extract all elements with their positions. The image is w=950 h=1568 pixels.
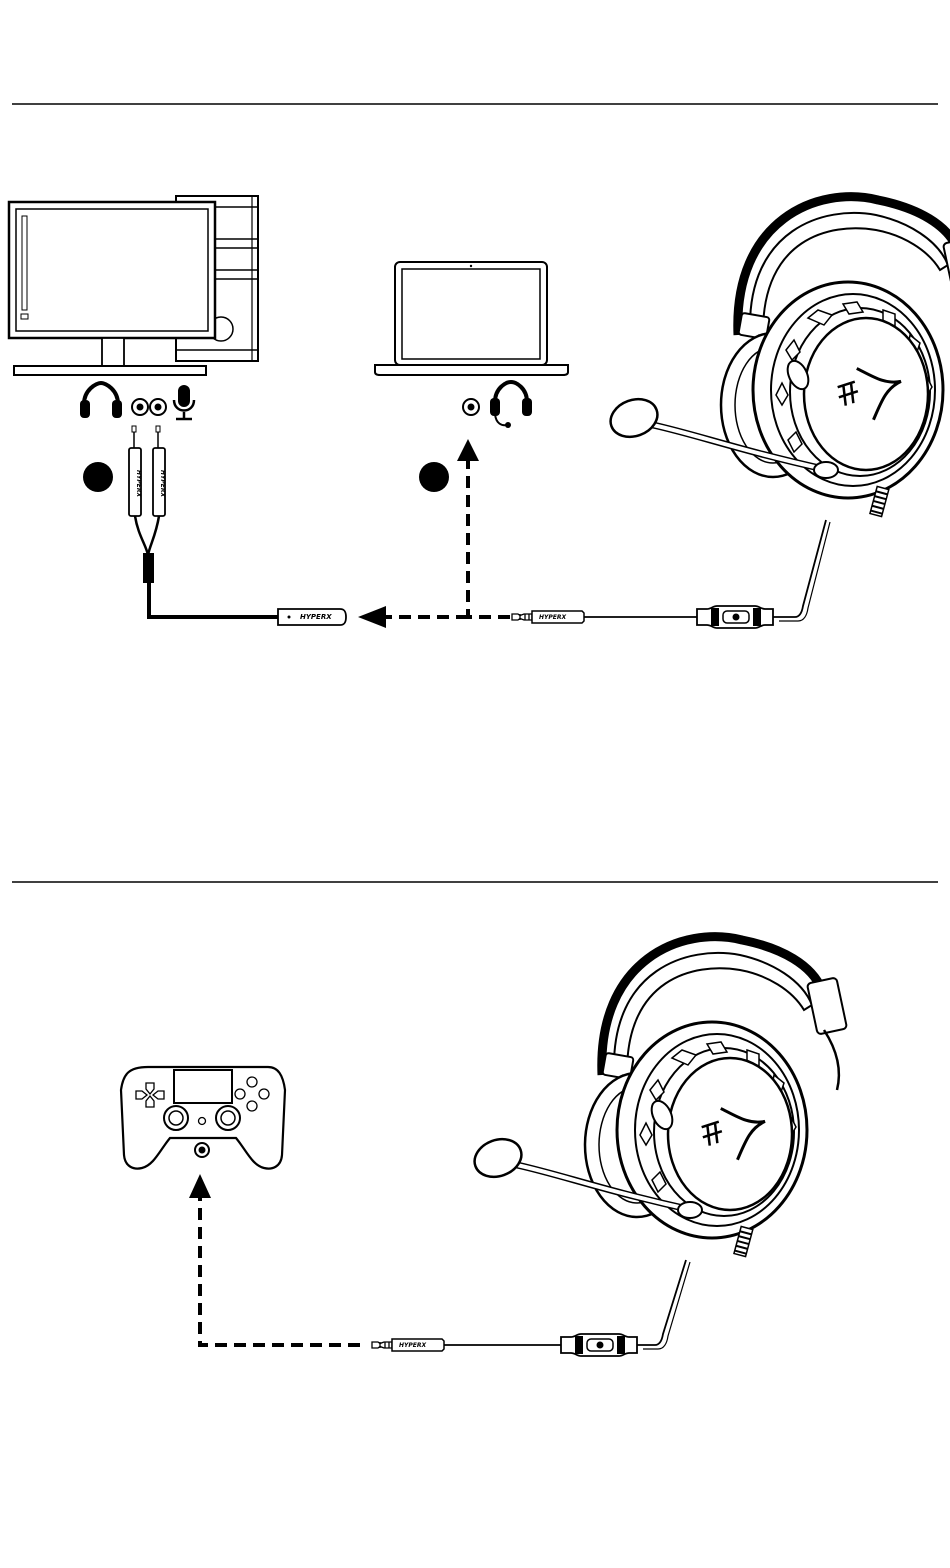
step-marker-laptop [419,462,449,492]
step-marker-pc [83,462,113,492]
headset-cable-top [512,520,830,628]
game-controller [121,1067,285,1169]
splitter-logo-right: HYPERX [159,470,166,497]
dashed-arrow-to-adapter [358,606,468,628]
dashed-arrow-to-laptop [457,439,510,617]
headset-jack [463,399,479,415]
extension-adapter: HYPERX [278,609,346,625]
laptop [375,262,568,375]
headphone-jack [132,399,148,415]
headset-bottom [469,937,847,1257]
splitter-cable: HYPERX HYPERX [129,426,280,617]
splitter-logo-left: HYPERX [135,470,142,497]
microphone-jack [150,399,166,415]
headphones-icon [80,383,122,418]
dashed-arrow-to-controller [189,1174,360,1345]
adapter-logo-text: HYPERX [300,613,332,621]
headset-icon [490,382,532,428]
headset-cable-bottom [372,1260,690,1356]
headset-top [605,197,950,517]
microphone-icon [174,385,194,419]
